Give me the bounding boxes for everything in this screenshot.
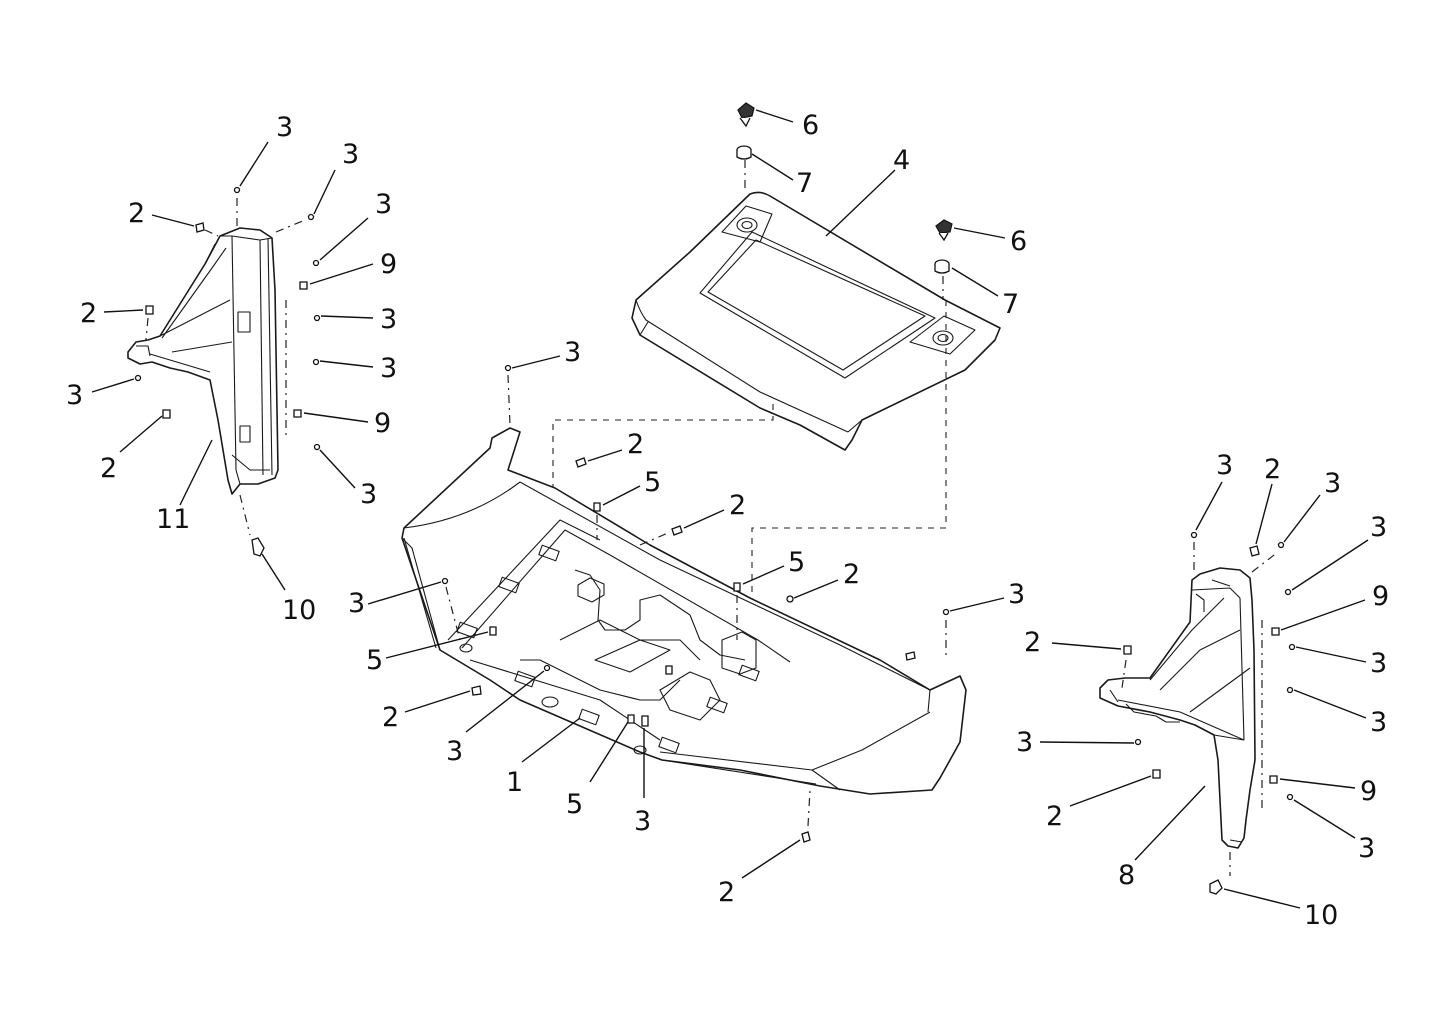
callout-left-3f: 3: [66, 380, 83, 411]
callout-fascia-3e: 3: [634, 806, 651, 837]
callout-fascia-3a: 3: [564, 337, 581, 368]
callout-right-3e: 3: [1370, 707, 1387, 738]
callout-fascia-5d: 5: [566, 789, 583, 820]
callout-fascia-5c: 5: [366, 645, 383, 676]
callout-left-3a: 3: [276, 112, 293, 143]
right-pillar: [1099, 567, 1256, 849]
callouts-left-pillar: 3 3 2 3 9 2 3 3 3 9 2 3 11 10: [66, 112, 397, 626]
callout-fascia-1: 1: [506, 767, 523, 798]
callout-right-3d: 3: [1370, 648, 1387, 679]
callout-right-2b: 2: [1024, 627, 1041, 658]
callout-left-9a: 9: [380, 249, 397, 280]
leader-lines: [91, 109, 1369, 909]
callout-left-3b: 3: [342, 139, 359, 170]
callout-right-8: 8: [1118, 860, 1135, 891]
callout-fascia-2e: 2: [718, 877, 735, 908]
fascia-fasteners: [441, 364, 950, 843]
callout-left-3d: 3: [380, 304, 397, 335]
callout-fascia-2b: 2: [729, 490, 746, 521]
callout-left-3e: 3: [380, 353, 397, 384]
callout-hood-7a: 7: [796, 168, 813, 199]
front-fascia: [401, 427, 967, 795]
callout-hood-7b: 7: [1002, 289, 1019, 320]
callout-right-3b: 3: [1324, 468, 1341, 499]
left-pillar-fasteners: [134, 186, 321, 557]
callout-right-9a: 9: [1372, 581, 1389, 612]
callout-hood-6b: 6: [1010, 226, 1027, 257]
callout-left-3g: 3: [360, 479, 377, 510]
left-pillar: [127, 227, 279, 495]
callout-left-2c: 2: [100, 453, 117, 484]
hood-fasteners: [736, 102, 953, 300]
callouts-hood: 6 7 4 6 7: [796, 110, 1027, 320]
callout-right-9b: 9: [1360, 776, 1377, 807]
callout-fascia-2c: 2: [843, 559, 860, 590]
callout-right-3f: 3: [1016, 727, 1033, 758]
callout-right-3c: 3: [1370, 512, 1387, 543]
callout-right-3a: 3: [1216, 450, 1233, 481]
callout-fascia-3c: 3: [348, 588, 365, 619]
callout-left-2a: 2: [128, 198, 145, 229]
callout-hood-6a: 6: [802, 110, 819, 141]
right-pillar-fasteners: [1121, 531, 1296, 895]
callouts-front-fascia: 3 2 5 2 5 2 3 3 5 2 3 1 5 3 2: [348, 337, 1025, 908]
callout-left-2b: 2: [80, 298, 97, 329]
callout-left-11: 11: [156, 504, 190, 535]
callout-fascia-3d: 3: [446, 736, 463, 767]
callout-right-10: 10: [1304, 900, 1338, 931]
hood-panel: [631, 191, 1001, 451]
callout-right-2c: 2: [1046, 801, 1063, 832]
callout-fascia-3b: 3: [1008, 579, 1025, 610]
callouts-right-pillar: 3 2 3 3 9 2 3 3 3 9 2 3 8 10 3: [1016, 450, 1389, 931]
callout-right-3g: 3: [1358, 833, 1375, 864]
callout-fascia-2d: 2: [382, 702, 399, 733]
callout-fascia-2a: 2: [627, 429, 644, 460]
callout-left-3c: 3: [375, 189, 392, 220]
assembly-lines: [552, 300, 947, 640]
callout-left-10: 10: [282, 595, 316, 626]
callout-right-2a: 2: [1264, 454, 1281, 485]
callout-fascia-5b: 5: [788, 547, 805, 578]
callout-fascia-5a: 5: [644, 467, 661, 498]
callout-left-9b: 9: [374, 408, 391, 439]
callout-hood-4: 4: [893, 145, 910, 176]
